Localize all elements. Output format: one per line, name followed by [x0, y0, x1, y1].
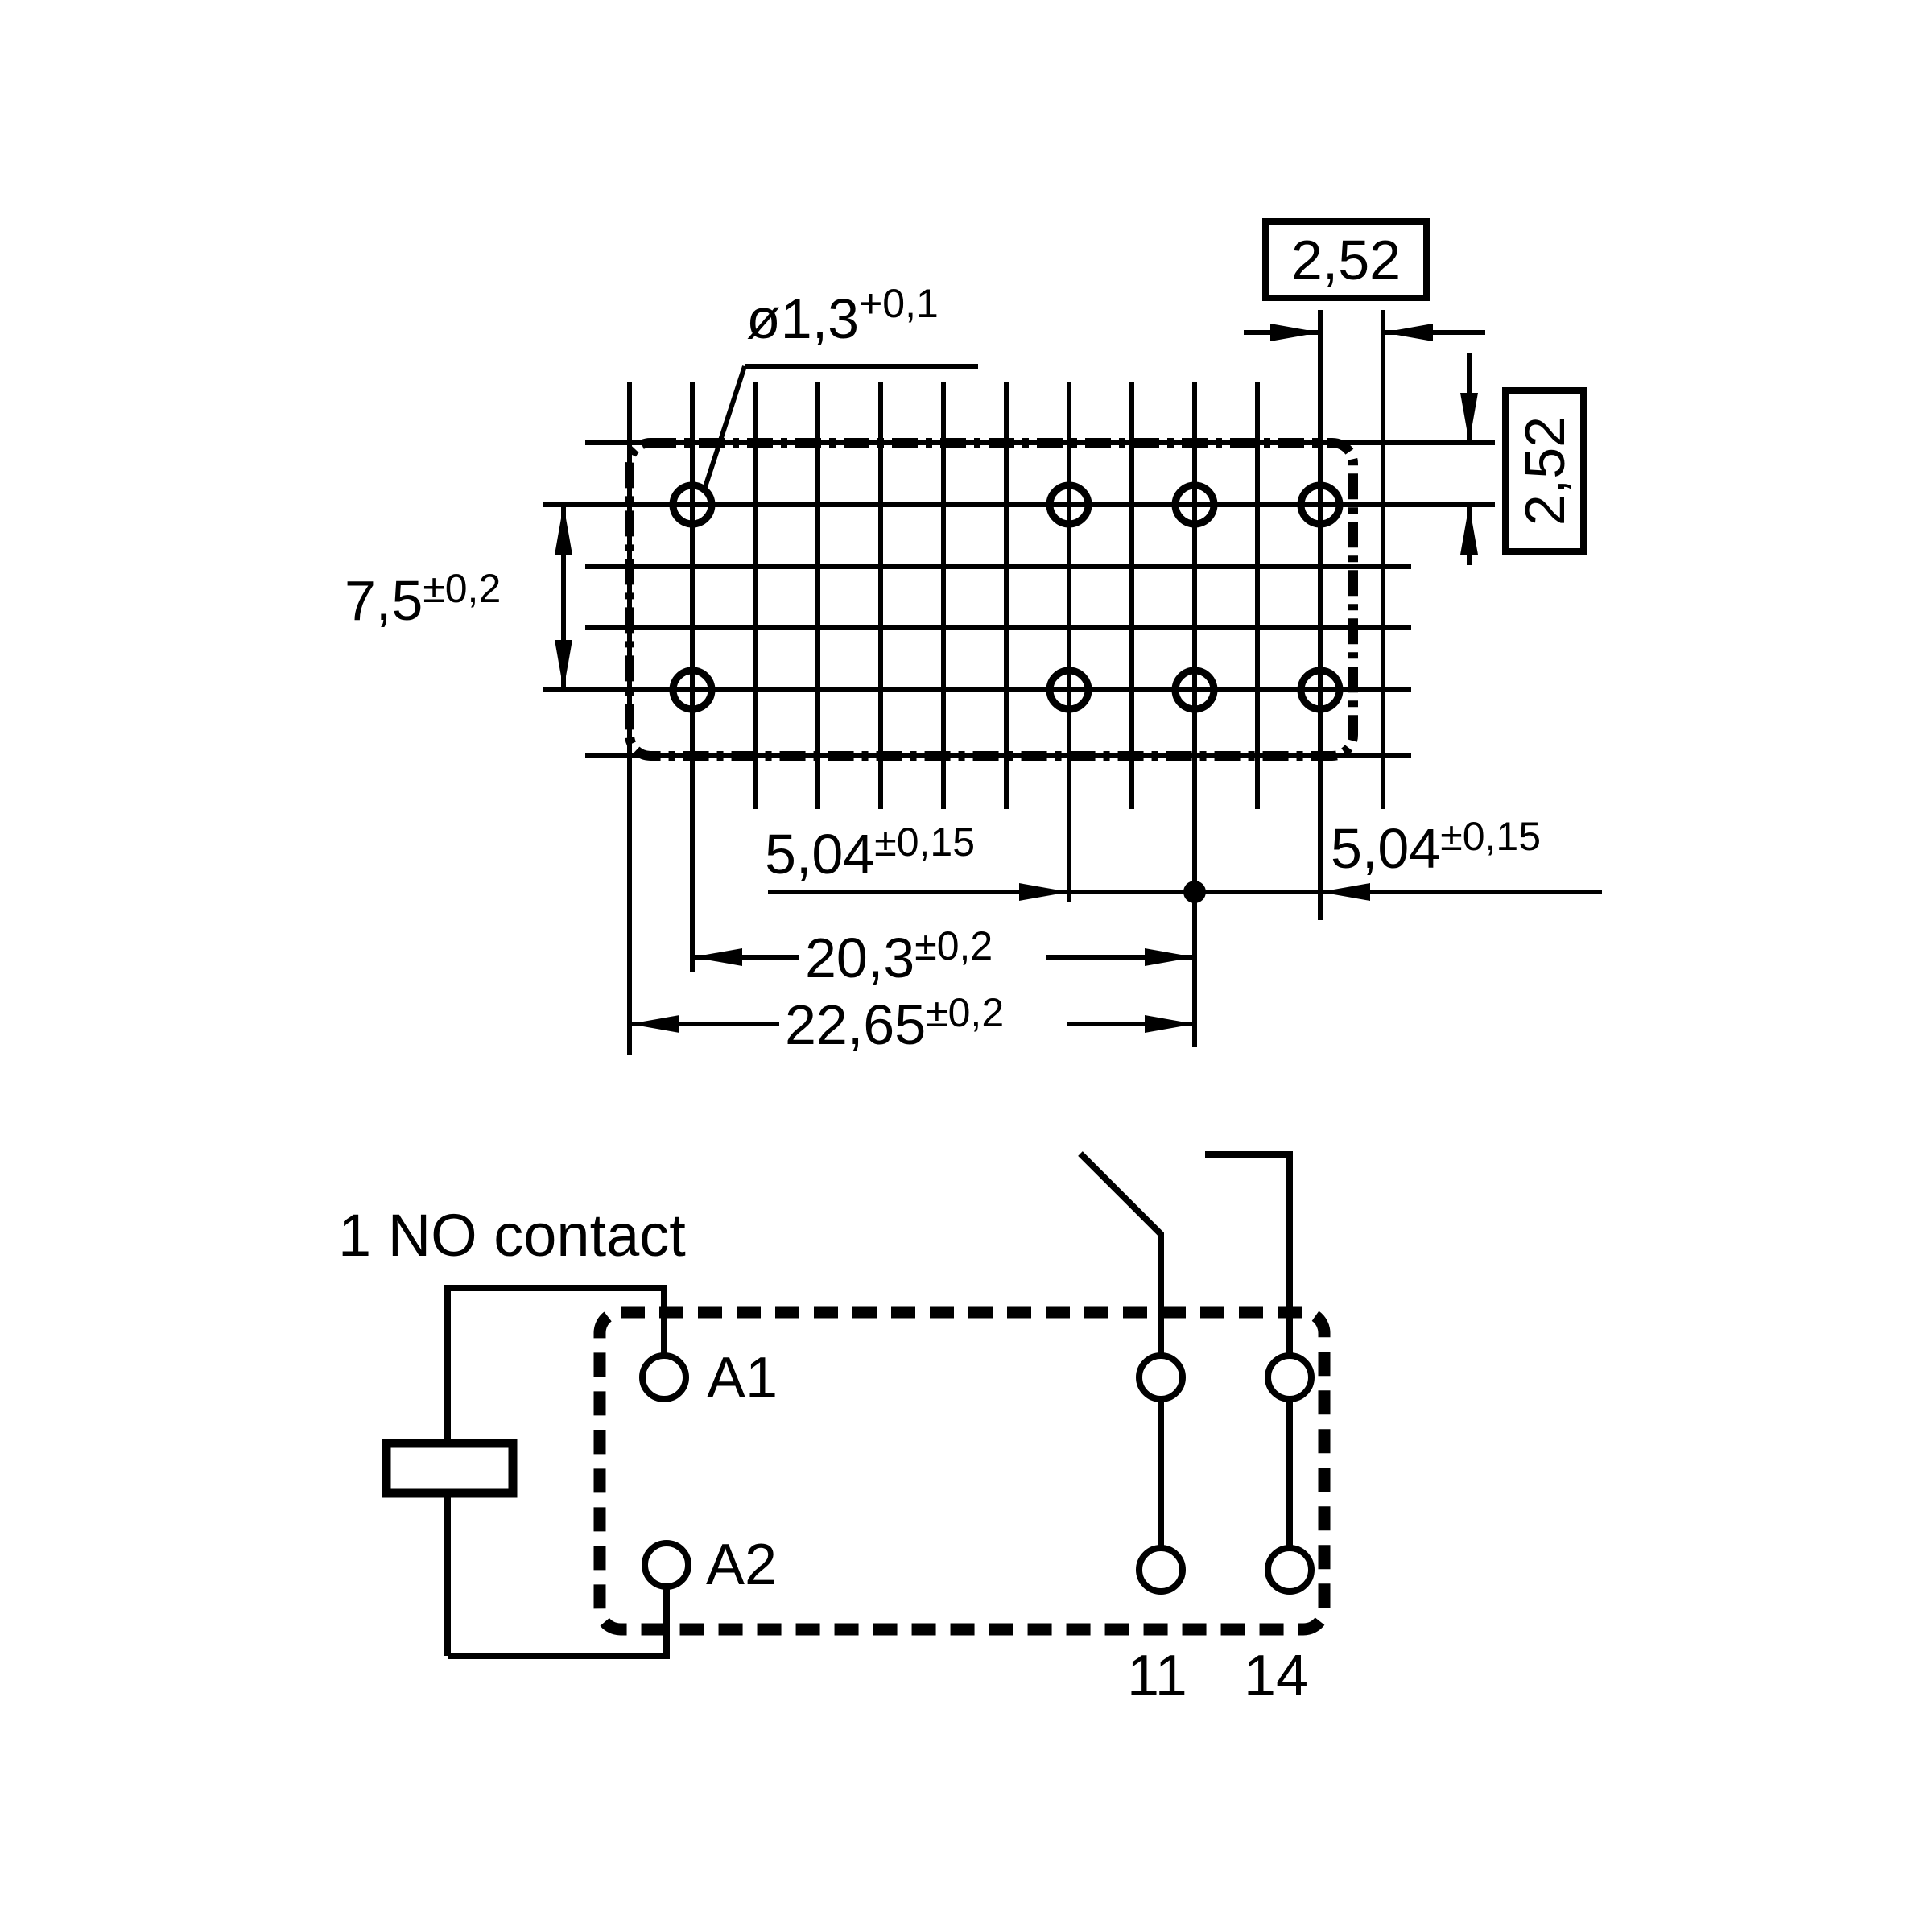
pin-pitch-dimensions: 5,04±0,15 5,04±0,15 [765, 814, 1602, 903]
fixed-contact-pin14 [1205, 1151, 1315, 1595]
schematic-case-outline [593, 1306, 1331, 1636]
coil-circuit-wires [444, 1285, 670, 1659]
contact-blade-pin11 [1078, 1151, 1186, 1595]
pitch-right-label: 2,52 [1513, 416, 1576, 526]
pitch-inner-label: 5,04±0,15 [765, 819, 975, 886]
pitch-outer-label: 5,04±0,15 [1331, 814, 1541, 880]
pcb-grid-vertical-lines [627, 310, 1385, 1055]
mounting-hole [669, 667, 716, 713]
terminal-11-label: 11 [1127, 1644, 1187, 1708]
pitch-top-label: 2,52 [1291, 229, 1401, 291]
contact-circle-14-bottom [1265, 1545, 1315, 1595]
mounting-hole [1046, 667, 1092, 713]
span-22-65-dimension: 22,65±0,2 [630, 990, 1195, 1056]
coil-symbol [382, 1439, 518, 1498]
row-spacing-dimension: 7,5±0,2 [345, 505, 572, 690]
contact-circle-14-top [1265, 1352, 1315, 1402]
hole-diameter-dimension: ø1,3+0,1 [702, 281, 978, 490]
row-spacing-label: 7,5±0,2 [345, 566, 501, 632]
pcb-footprint-drawing: ø1,3+0,1 2,52 2,52 7,5±0,2 [345, 218, 1602, 1056]
terminal-14-label: 14 [1244, 1644, 1308, 1708]
mounting-holes [669, 481, 1344, 713]
mounting-hole [1171, 481, 1218, 528]
contact-schematic: 1 NO contact A1 A2 11 [338, 1151, 1331, 1708]
mounting-hole [1297, 667, 1344, 713]
schematic-title: 1 NO contact [338, 1202, 686, 1269]
dimension-frame [1502, 387, 1587, 555]
mounting-hole [669, 481, 716, 528]
dimension-origin-dot [1183, 881, 1206, 903]
terminal-a1 [639, 1352, 689, 1402]
pitch-dimension-top: 2,52 [1244, 218, 1485, 341]
relay-case-outline [625, 438, 1358, 761]
terminal-a1-label: A1 [707, 1346, 778, 1410]
terminal-a2 [642, 1540, 691, 1590]
dimension-frame [1262, 218, 1430, 301]
contact-circle-11-top [1136, 1352, 1186, 1402]
mounting-hole [1171, 667, 1218, 713]
hole-diameter-label: ø1,3+0,1 [746, 281, 939, 350]
span-22-65-label: 22,65±0,2 [785, 990, 1004, 1056]
terminal-a2-label: A2 [706, 1533, 777, 1597]
span-20-3-label: 20,3±0,2 [805, 923, 993, 989]
span-20-3-dimension: 20,3±0,2 [692, 923, 1195, 989]
mounting-hole [1297, 481, 1344, 528]
leader-line [702, 365, 747, 490]
mounting-hole [1046, 481, 1092, 528]
contact-circle-11-bottom [1136, 1545, 1186, 1595]
pitch-dimension-right: 2,52 [1460, 353, 1587, 565]
